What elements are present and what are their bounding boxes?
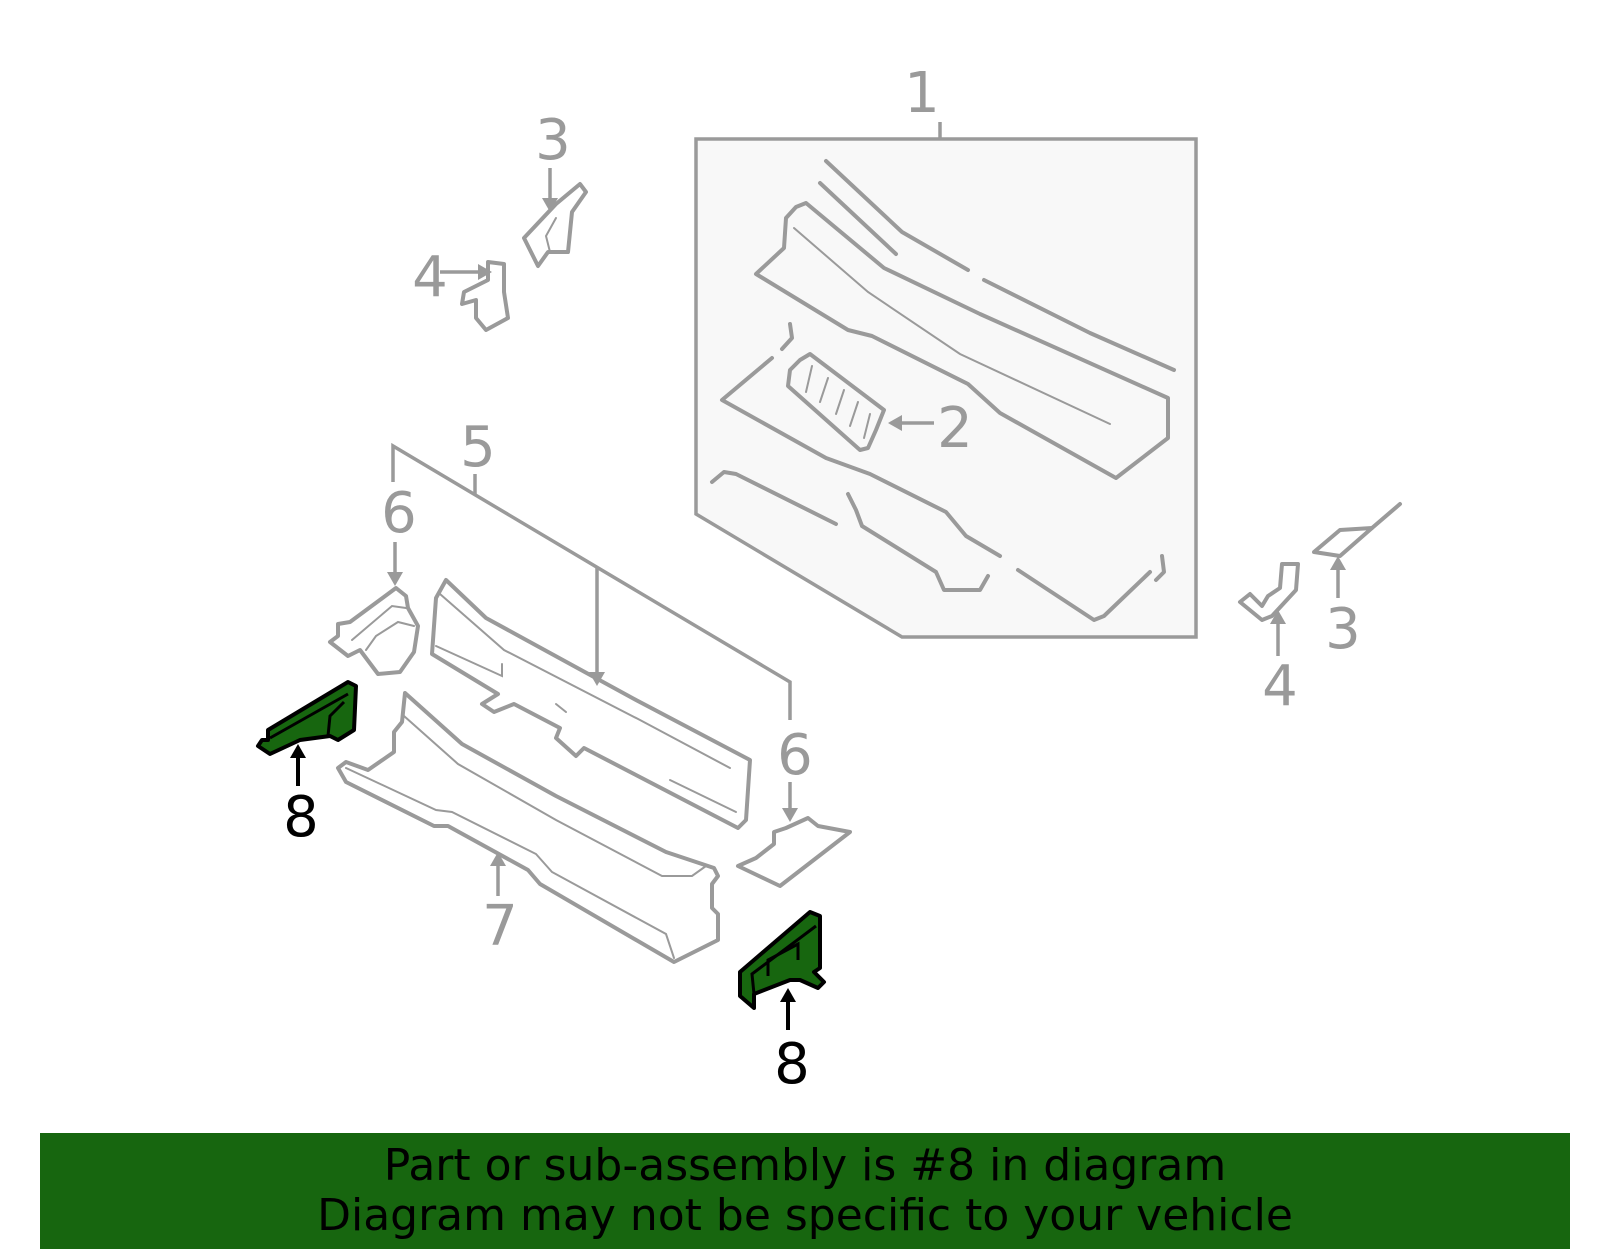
- callout-3-left-label: 3: [535, 108, 571, 173]
- callout-7-label: 7: [482, 894, 518, 959]
- callout-6-left-label: 6: [381, 481, 417, 546]
- part-4-right-bracket: [1238, 562, 1300, 622]
- info-banner: Part or sub-assembly is #8 in diagram Di…: [40, 1133, 1570, 1249]
- callout-1-label: 1: [904, 61, 940, 126]
- callout-5-label: 5: [460, 415, 496, 480]
- callout-3-right-label: 3: [1325, 597, 1361, 662]
- part-8-left-highlight: [256, 680, 358, 756]
- part-7-lower-panel: [336, 691, 720, 964]
- callout-8-right-label: 8: [774, 1032, 810, 1097]
- part-4-left-bracket: [460, 260, 510, 332]
- callout-8-left-arrow: [290, 744, 306, 786]
- part-8-right-highlight: [738, 910, 826, 1010]
- callout-4-right-label: 4: [1262, 654, 1298, 719]
- part-5-cowl-panel: [430, 578, 752, 830]
- callout-8-left-label: 8: [283, 785, 319, 850]
- part-3-left-bracket: [522, 182, 588, 268]
- callout-6-right-arrow: [782, 782, 798, 822]
- callout-2-label: 2: [937, 396, 973, 461]
- callout-6-left-arrow: [387, 542, 403, 586]
- part-3-right-bracket: [1312, 502, 1402, 558]
- callout-3-right-arrow: [1330, 556, 1346, 598]
- callout-8-right-arrow: [780, 988, 796, 1030]
- callout-6-right-label: 6: [777, 723, 813, 788]
- parts-diagram: 1 2 3 4 3 4 5: [256, 61, 1402, 1097]
- callout-4-right-arrow: [1270, 610, 1286, 656]
- callout-7-arrow: [490, 852, 506, 896]
- banner-line-part-info: Part or sub-assembly is #8 in diagram: [383, 1140, 1227, 1191]
- banner-line-disclaimer: Diagram may not be specific to your vehi…: [317, 1190, 1293, 1241]
- part-1-assembly: [694, 122, 1198, 639]
- callout-4-left-label: 4: [412, 245, 448, 310]
- part-6-left-bracket: [328, 586, 420, 676]
- part-6-right-bracket: [736, 816, 852, 888]
- callout-3-left-arrow: [542, 168, 558, 212]
- callout-2-arrow: [888, 415, 934, 431]
- callout-4-left-arrow: [440, 264, 492, 280]
